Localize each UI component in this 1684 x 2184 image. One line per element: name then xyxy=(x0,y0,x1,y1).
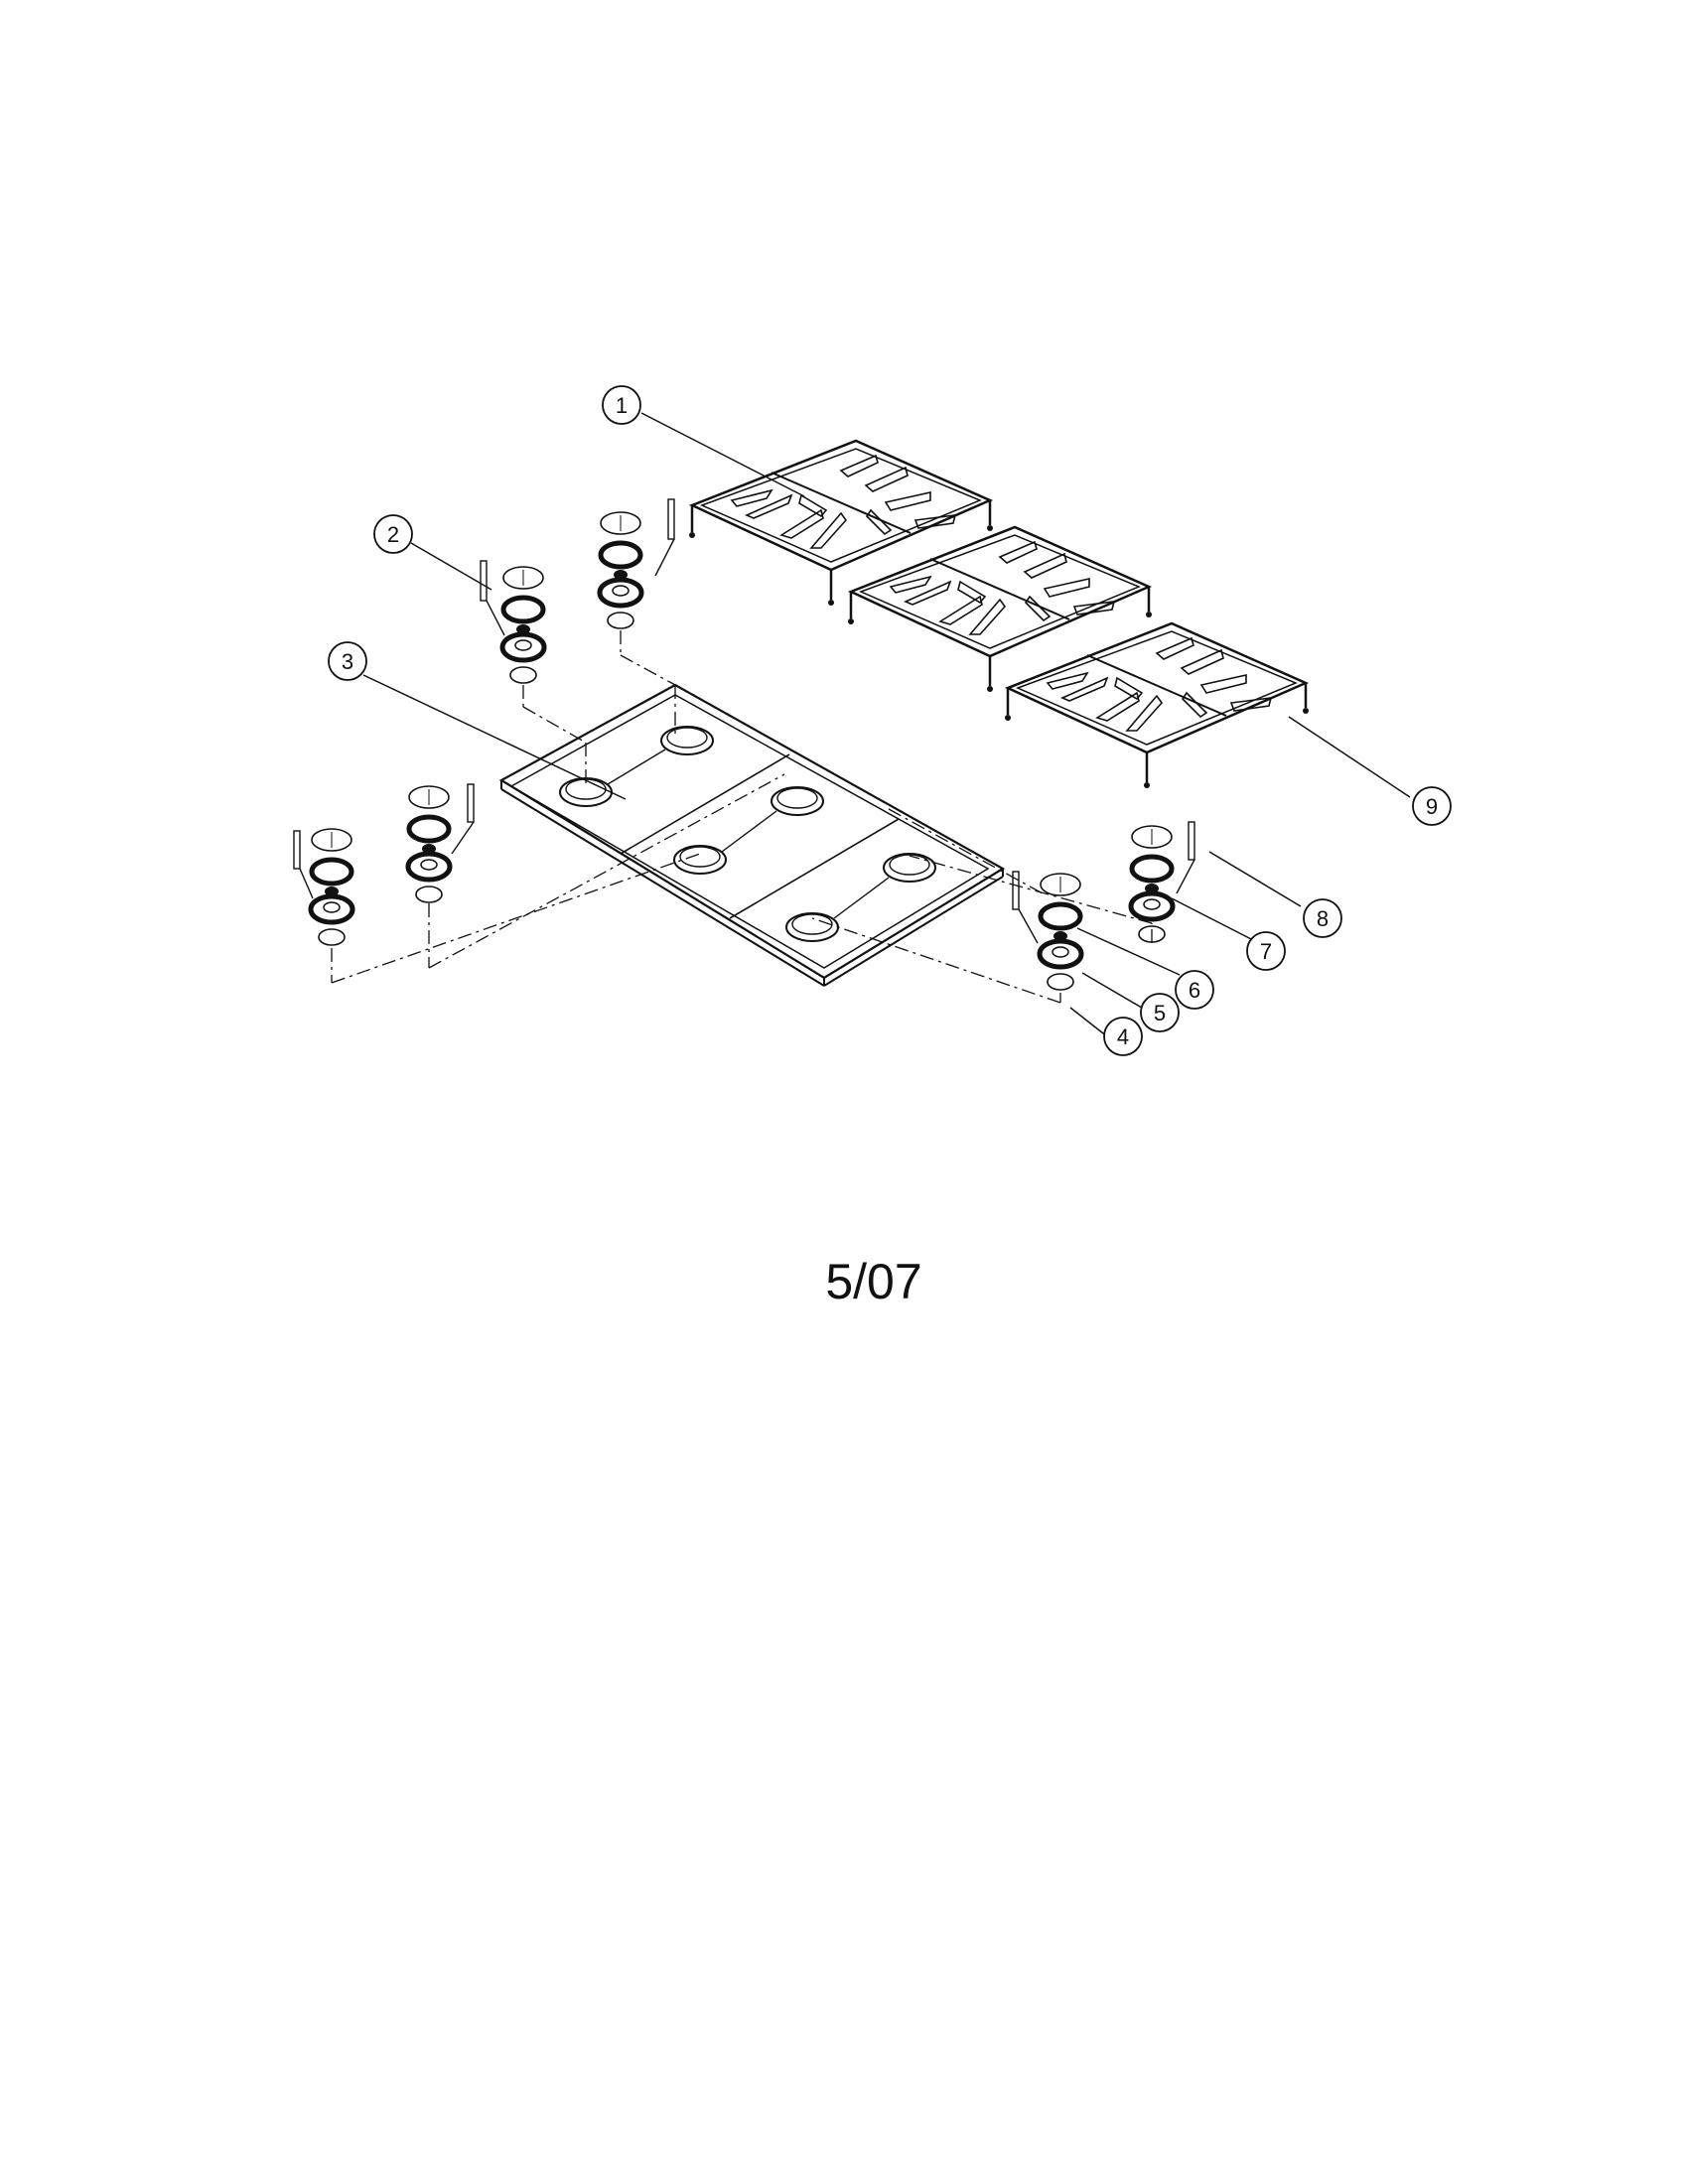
callout-1: 1 xyxy=(602,385,641,425)
svg-text:5: 5 xyxy=(1154,1001,1166,1025)
cooktop-tray xyxy=(498,683,1006,987)
callout-7: 7 xyxy=(1246,931,1286,971)
svg-text:8: 8 xyxy=(1317,906,1329,931)
svg-text:6: 6 xyxy=(1189,978,1200,1003)
svg-text:1: 1 xyxy=(616,393,628,418)
svg-text:4: 4 xyxy=(1117,1024,1129,1049)
callout-4: 4 xyxy=(1103,1017,1143,1056)
callout-9: 9 xyxy=(1412,786,1452,826)
grate-rear xyxy=(687,439,995,608)
burner-stack-rear-left xyxy=(600,512,641,628)
svg-text:7: 7 xyxy=(1260,939,1272,964)
grate-front xyxy=(1003,621,1311,790)
burner-stack-left-top xyxy=(502,567,544,683)
grate-middle xyxy=(846,525,1154,694)
burner-stack-left-mid xyxy=(408,786,450,902)
svg-text:2: 2 xyxy=(387,522,399,547)
valve-tags xyxy=(293,498,1195,944)
callout-leaders xyxy=(362,412,1411,1041)
svg-text:9: 9 xyxy=(1426,794,1438,819)
burner-stack-right-front xyxy=(1040,874,1081,990)
callout-5: 5 xyxy=(1140,993,1180,1032)
assembly-lines xyxy=(331,630,1153,1004)
page-date: 5/07 xyxy=(825,1254,922,1309)
burner-stack-left-bottom xyxy=(311,829,352,945)
callout-8: 8 xyxy=(1303,898,1342,938)
burner-stack-right-rear xyxy=(1131,826,1173,942)
callout-2: 2 xyxy=(373,514,413,554)
svg-text:3: 3 xyxy=(342,649,353,674)
callout-6: 6 xyxy=(1175,970,1214,1010)
callout-3: 3 xyxy=(328,641,367,681)
